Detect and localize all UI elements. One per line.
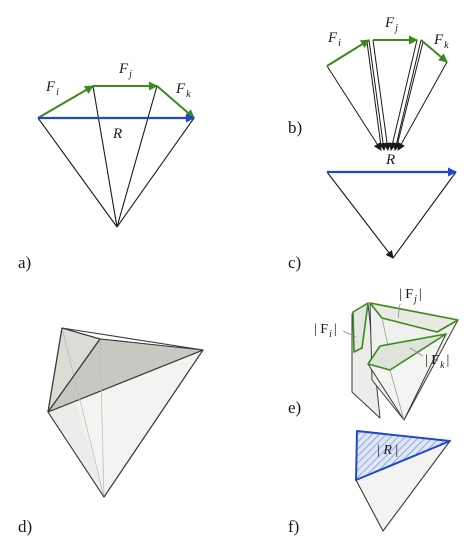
- label-fk: Fk: [433, 32, 449, 51]
- panel-c-left-edge: [326, 171, 394, 259]
- solid-hidden-edge: [99, 338, 105, 498]
- panel-label-f: f): [288, 517, 299, 536]
- panel-c: R c): [288, 152, 457, 272]
- label-fi-magnitude: | Fi|: [314, 322, 337, 340]
- vector-fi-arrow: [37, 85, 94, 119]
- solid-outline: [47, 327, 204, 498]
- panel-label-d: d): [18, 517, 32, 536]
- panel-label-e: e): [288, 398, 301, 417]
- label-fi: Fi: [45, 79, 59, 98]
- panel-a: Fi Fj Fk R a): [18, 61, 195, 272]
- panel-f: | R | f): [288, 430, 451, 536]
- panel-label-a: a): [18, 253, 31, 272]
- solid-edge: [61, 327, 101, 340]
- panel-b-body-lines: [326, 39, 448, 151]
- piece-fk-face: [367, 333, 447, 371]
- panel-a-body-lines: [37, 85, 195, 228]
- panel-label-c: c): [288, 253, 301, 272]
- piece-fi-face: [352, 302, 369, 353]
- panel-label-b: b): [288, 118, 302, 137]
- label-fj: Fj: [384, 15, 398, 34]
- leader-fj: [397, 303, 401, 319]
- panel-c-right-edge: [392, 171, 457, 259]
- label-fk-magnitude: | Fk|: [425, 353, 449, 371]
- label-fk: Fk: [175, 81, 191, 100]
- leader-fk: [409, 347, 424, 357]
- piece-fj-face: [369, 302, 459, 333]
- label-r: R: [385, 152, 395, 168]
- vector-fi-arrow: [326, 39, 370, 67]
- panel-e: | Fi| | Fj| | Fk| e): [288, 287, 459, 421]
- solid-edge: [47, 338, 101, 413]
- panel-d: d): [18, 327, 204, 536]
- label-r-magnitude: | R |: [377, 443, 398, 458]
- leader-fi: [342, 330, 357, 338]
- label-r: R: [112, 126, 122, 142]
- label-fi: Fi: [327, 30, 341, 49]
- label-fj: Fj: [118, 61, 132, 80]
- piece-fk-crease: [389, 369, 405, 421]
- resultant-magnitude-face: [355, 430, 451, 481]
- panel-b: Fi Fj Fk b): [288, 15, 449, 151]
- vector-fk-arrow: [420, 39, 448, 63]
- solid-hidden-edge: [61, 327, 105, 498]
- label-fj-magnitude: | Fj|: [399, 287, 422, 305]
- vector-fk-arrow: [156, 85, 195, 119]
